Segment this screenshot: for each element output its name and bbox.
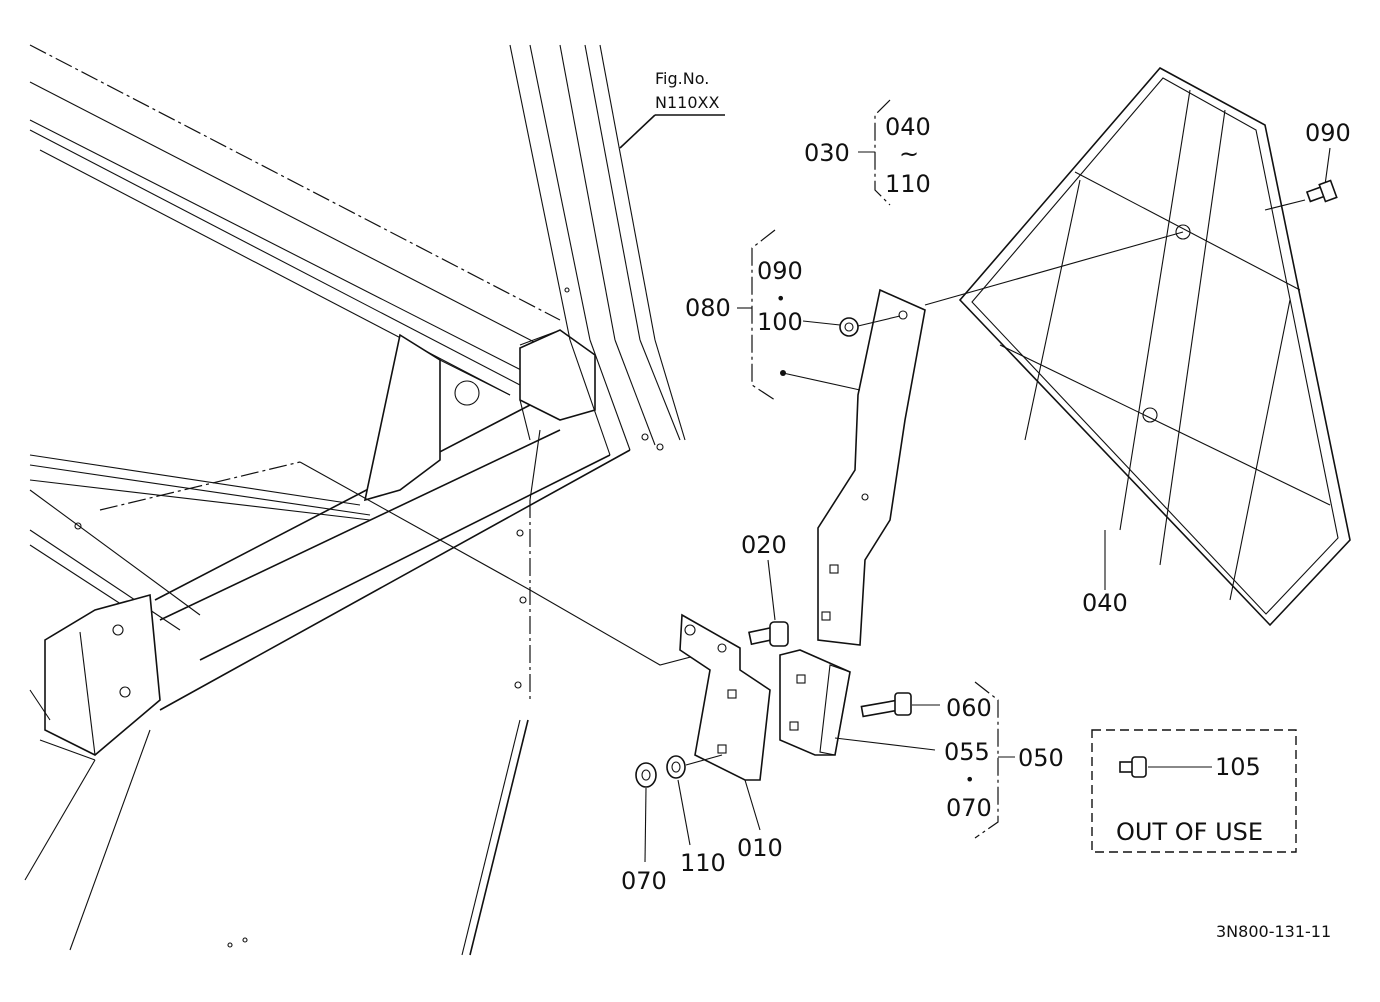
leader-010 (744, 779, 761, 831)
group-brace-080 (737, 229, 776, 401)
leader-nut-to-arm (857, 315, 901, 327)
separator-dot-1: • (776, 289, 785, 308)
callout-090-mid: 090 (757, 257, 803, 285)
leader-dot (780, 370, 786, 376)
leader-090-right (1324, 147, 1331, 186)
centerline (99, 461, 301, 511)
mirror-040 (958, 66, 1351, 627)
fig-callout (619, 114, 725, 149)
leader-mirror-arm (924, 231, 1184, 306)
leader-washer (685, 754, 723, 766)
leader-020 (767, 559, 776, 621)
callout-110-bottom: 110 (680, 849, 726, 877)
cab-frame (24, 44, 686, 956)
out-of-use-box (1091, 729, 1297, 853)
nut-070 (635, 762, 657, 788)
leader-arm-dot (782, 372, 861, 391)
bolt-060 (860, 692, 912, 718)
callout-070-bottom: 070 (621, 867, 667, 895)
callout-080: 080 (685, 294, 731, 322)
callout-030: 030 (804, 139, 850, 167)
callout-020: 020 (741, 531, 787, 559)
callout-tilde: ~ (899, 140, 919, 168)
leader-110-bottom (677, 779, 691, 846)
callout-110-top: 110 (885, 170, 931, 198)
washer-110 (666, 755, 686, 779)
callout-060: 060 (946, 694, 992, 722)
callout-040: 040 (1082, 589, 1128, 617)
drawing-id: 3N800-131-11 (1216, 922, 1331, 941)
mirror-arm (817, 288, 926, 646)
bolt-105 (1119, 756, 1147, 778)
callout-105: 105 (1215, 753, 1261, 781)
leader-mirror-bolt (1264, 199, 1306, 211)
callout-100: 100 (757, 308, 803, 336)
bolt-090-right (1305, 179, 1338, 203)
separator-dot-2: • (965, 770, 974, 789)
callout-055: 055 (944, 738, 990, 766)
leader-055 (834, 737, 936, 751)
callout-070-right: 070 (946, 794, 992, 822)
holder-055 (779, 649, 851, 756)
callout-050: 050 (1018, 744, 1064, 772)
leader-frame-to-bracket (299, 461, 726, 666)
leader-070-bottom (644, 787, 647, 863)
fig-label: Fig.No. (655, 69, 709, 88)
bolt-020 (748, 621, 789, 647)
callout-090-right: 090 (1305, 119, 1351, 147)
out-of-use-label: OUT OF USE (1116, 818, 1263, 846)
group-brace-050 (974, 681, 1015, 839)
callout-010: 010 (737, 834, 783, 862)
bracket-010 (679, 613, 771, 781)
leader-100 (802, 320, 841, 326)
fig-code: N110XX (655, 93, 719, 112)
nut-100 (839, 317, 859, 337)
group-brace-030 (858, 99, 891, 206)
callout-040-top: 040 (885, 113, 931, 141)
